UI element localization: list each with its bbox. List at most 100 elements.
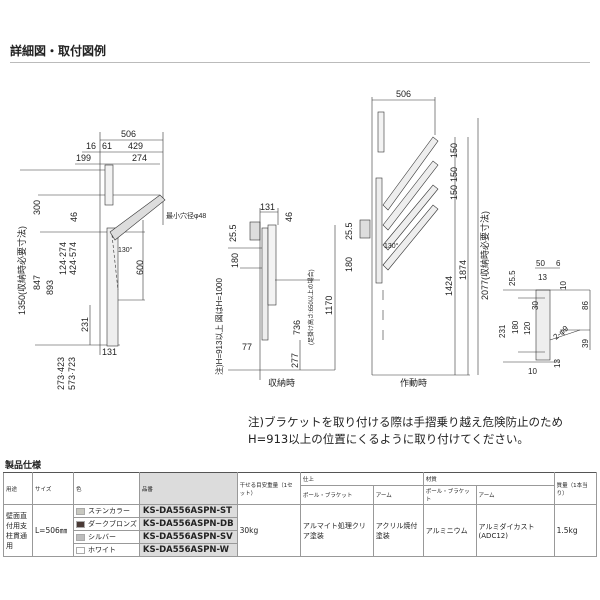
color-name: ダークブロンズ	[88, 520, 137, 528]
dim-506: 506	[396, 89, 411, 99]
material-pole-cell: アルミニウム	[422, 504, 477, 557]
dim-300: 300	[32, 200, 42, 215]
dim-231: 231	[80, 317, 90, 332]
dim-50: 50	[536, 259, 545, 268]
color-swatch	[76, 520, 85, 528]
material-arm-cell: アルミダイカスト(ADC12)	[475, 504, 555, 557]
color-swatch	[76, 533, 85, 541]
use-cell: 壁面直付用支柱貫通用	[3, 504, 33, 557]
angle-130: 130°	[384, 242, 399, 250]
header-load: 干せる目安重量（1セット）	[236, 472, 301, 505]
page-title: 詳細図・取付図例	[10, 44, 107, 58]
dim-86: 86	[581, 301, 590, 310]
finish-pole-cell: アルマイト処理クリア塗装	[299, 504, 374, 557]
drawing-detail-main-labels: 506 16 61 429 199 274 1350(収納時必要寸法) 300 …	[16, 129, 206, 390]
dim-2077: 2077(収納時必要寸法)	[479, 211, 490, 300]
drawing-operating-labels: 506 150 150 150 1424 1874 2077(収納時必要寸法) …	[344, 89, 490, 388]
dim-46: 46	[69, 212, 79, 222]
dim-6: 6	[556, 259, 561, 268]
spec-title: 製品仕様	[5, 461, 42, 471]
spec-table: 用途 サイズ 色 品番 干せる目安重量（1セット） 仕上 材質 質量（1本当り）…	[3, 472, 598, 557]
dim-573-723: 573·723	[67, 357, 77, 390]
finish-arm-cell: アクリル焼付塗装	[372, 504, 424, 557]
drawing-operating	[359, 97, 479, 376]
dim-25-5: 25.5	[228, 224, 238, 242]
drawing-detail-main	[20, 132, 166, 355]
part-number: KS-DA556ASPN-DB	[138, 517, 238, 531]
dim-13b: 13	[553, 359, 562, 368]
technical-drawings: 506 16 61 429 199 274 1350(収納時必要寸法) 300 …	[16, 89, 591, 390]
height-note: 注)H=913以上 図はH=1000	[214, 278, 224, 375]
foot-height-note: (足掛け高さ:650以上の場合)	[307, 269, 315, 345]
color-swatch	[76, 507, 85, 515]
header-finish: 仕上	[299, 472, 424, 486]
hole-label: 2-φ9	[552, 324, 571, 342]
dim-46: 46	[284, 212, 294, 222]
dim-199: 199	[76, 153, 91, 163]
dim-231: 231	[498, 324, 507, 338]
dim-39: 39	[581, 339, 590, 348]
dim-1350: 1350(収納時必要寸法)	[16, 226, 27, 315]
dim-180: 180	[230, 253, 240, 268]
dim-180: 180	[344, 257, 354, 272]
note-line-1: 注)ブラケットを取り付ける際は手摺乗り越え危険防止のため	[248, 415, 563, 429]
dim-61: 61	[102, 141, 112, 151]
dim-429: 429	[128, 141, 143, 151]
color-swatch	[76, 546, 85, 554]
dim-277: 277	[290, 353, 300, 368]
dim-893: 893	[45, 280, 55, 295]
dim-77: 77	[242, 342, 252, 352]
angle-130: 130°	[118, 246, 133, 254]
header-use: 用途	[3, 472, 33, 505]
dim-1170: 1170	[324, 296, 334, 315]
dim-273-423: 273·423	[56, 357, 66, 390]
header-material-pole: ポール・ブラケット	[422, 485, 477, 505]
min-hole-label: 最小穴径φ48	[166, 211, 206, 220]
drawing-bracket	[503, 267, 591, 363]
dim-150-3: 150	[449, 185, 459, 200]
dim-16: 16	[86, 141, 96, 151]
header-weight: 質量（1本当り）	[553, 472, 598, 505]
header-size: サイズ	[32, 472, 74, 505]
installation-note: 注)ブラケットを取り付ける際は手摺乗り越え危険防止のため H=913以上の位置に…	[248, 414, 563, 448]
color-name: ステンカラー	[88, 507, 130, 515]
dim-1424: 1424	[444, 276, 454, 296]
dim-506: 506	[121, 129, 136, 139]
dim-1874: 1874	[458, 260, 468, 280]
dim-274: 274	[132, 153, 147, 163]
part-number: KS-DA556ASPN-ST	[138, 504, 238, 518]
dim-131: 131	[260, 202, 275, 212]
weight-cell: 1.5kg	[553, 504, 598, 557]
caption-operating: 作動時	[400, 377, 427, 388]
dim-131: 131	[102, 347, 117, 357]
header-finish-pole: ポール・ブラケット	[299, 485, 374, 505]
dim-180: 180	[511, 320, 520, 334]
table-row: ホワイト KS-DA556ASPN-W	[4, 543, 597, 557]
part-number: KS-DA556ASPN-W	[138, 543, 238, 557]
drawing-stored-labels: 131 46 25.5 180 注)H=913以上 図はH=1000 1170 …	[214, 202, 334, 388]
header-color: 色	[73, 472, 140, 505]
dim-424-574: 424·574	[68, 242, 78, 275]
note-line-2: H=913以上の位置にくるように取り付けてください。	[248, 432, 529, 446]
size-cell: L=506㎜	[32, 504, 74, 557]
dim-25-5: 25.5	[508, 270, 517, 286]
dim-600: 600	[135, 260, 145, 275]
drawing-bracket-labels: 50 6 25.5 13 10 86 231 180 30 120 2-φ9 3…	[498, 259, 590, 376]
dim-120: 120	[523, 321, 532, 335]
part-number: KS-DA556ASPN-SV	[138, 530, 238, 544]
header-finish-arm: アーム	[372, 485, 424, 505]
header-part: 品番	[138, 472, 238, 505]
dim-30: 30	[531, 301, 540, 310]
drawing-stored	[228, 208, 336, 380]
load-cell: 30kg	[236, 504, 301, 557]
color-name: シルバー	[88, 533, 116, 541]
dim-847: 847	[32, 275, 42, 290]
dim-13: 13	[538, 273, 547, 282]
dim-736: 736	[292, 320, 302, 335]
header-material-arm: アーム	[475, 485, 555, 505]
dim-150-1: 150	[449, 143, 459, 158]
table-row: ダークブロンズ KS-DA556ASPN-DB	[4, 517, 597, 531]
table-row: 壁面直付用支柱貫通用 L=506㎜ ステンカラー KS-DA556ASPN-ST…	[3, 504, 598, 557]
dim-25-5: 25.5	[344, 222, 354, 240]
